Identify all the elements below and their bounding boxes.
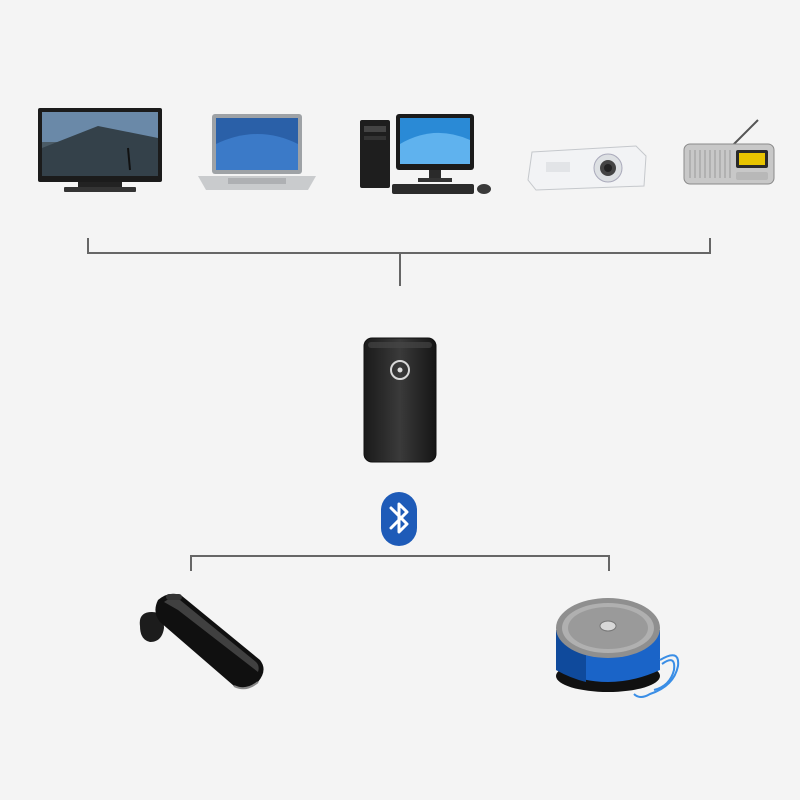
radio-icon — [682, 118, 778, 190]
top-connector-right-tick — [709, 238, 711, 254]
bluetooth-headset-icon — [136, 590, 268, 698]
top-connector-left-tick — [87, 238, 89, 254]
top-connector-stem — [399, 252, 401, 286]
tv-icon — [38, 108, 162, 194]
bottom-connector-left-tick — [190, 555, 192, 571]
desktop-computer-icon — [358, 114, 496, 198]
bluetooth-icon — [379, 490, 419, 548]
bottom-connector-right-tick — [608, 555, 610, 571]
bluetooth-transmitter-receiver-icon — [362, 336, 438, 464]
bottom-connector-line — [190, 555, 610, 557]
laptop-icon — [198, 114, 316, 194]
projector-icon — [526, 142, 648, 194]
bluetooth-speaker-icon — [550, 590, 690, 706]
